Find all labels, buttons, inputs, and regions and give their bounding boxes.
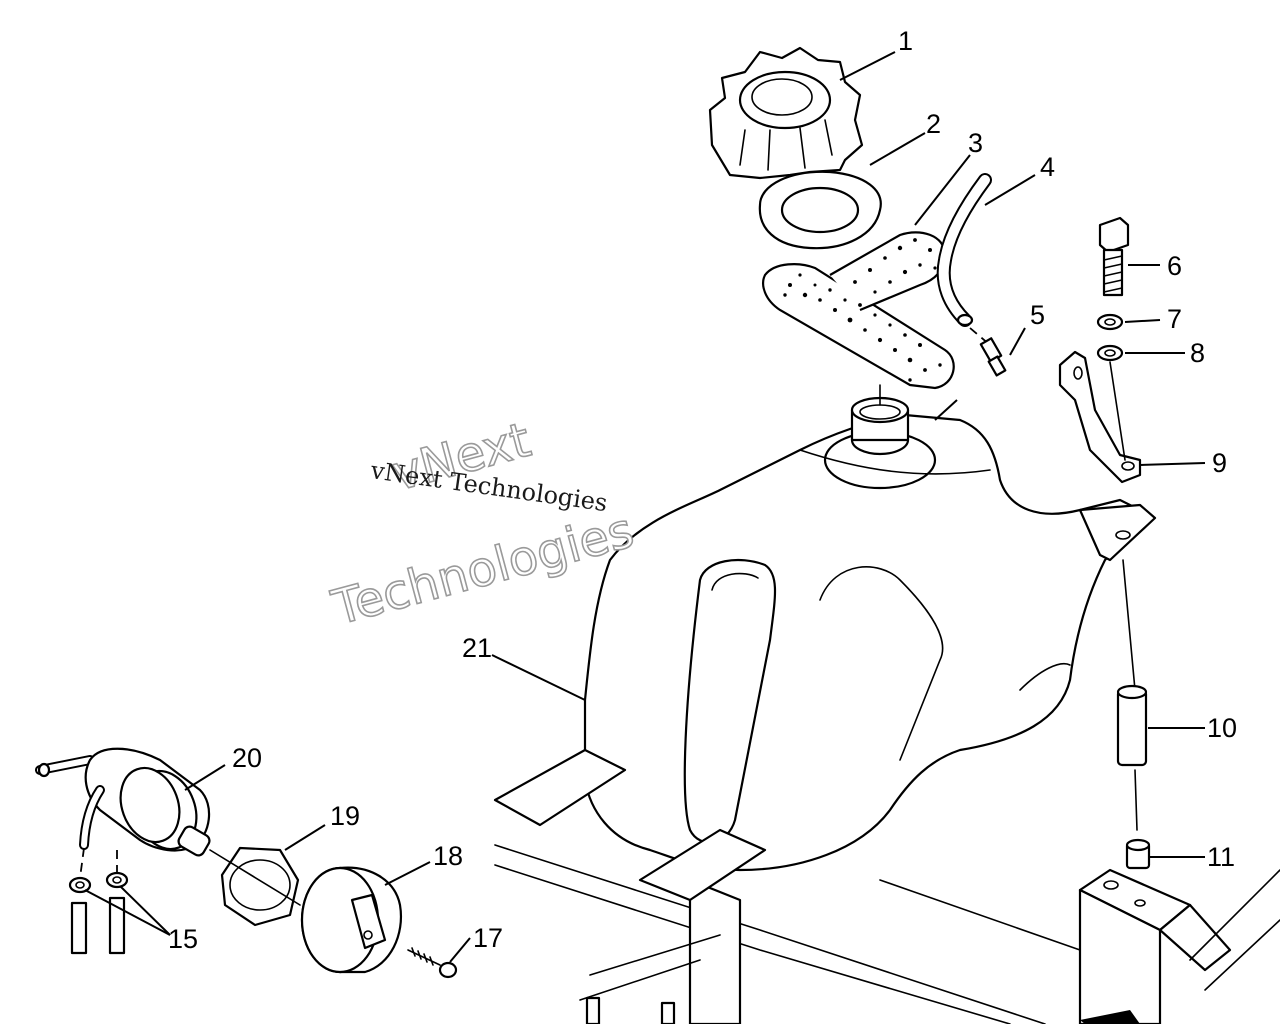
screw bbox=[407, 947, 458, 979]
callout-15: 15 bbox=[168, 924, 198, 954]
callout-10: 10 bbox=[1207, 713, 1237, 743]
callout-17: 17 bbox=[473, 923, 503, 953]
callout-labels: 1 2 3 4 5 6 7 8 9 10 11 15 17 18 19 20 2… bbox=[168, 26, 1237, 954]
callout-2: 2 bbox=[926, 109, 941, 139]
hose-clamp bbox=[68, 847, 129, 955]
fuel-cap bbox=[708, 46, 864, 180]
leader-lines bbox=[84, 51, 1206, 963]
callout-5: 5 bbox=[1030, 300, 1045, 330]
callout-21: 21 bbox=[462, 633, 492, 663]
fuel-filter bbox=[35, 747, 211, 857]
vent-hose bbox=[936, 173, 992, 346]
watermark: vNext Technologies vNext Technologies bbox=[325, 411, 640, 637]
callout-20: 20 bbox=[232, 743, 262, 773]
fuel-valve bbox=[300, 866, 403, 974]
retaining-nut bbox=[209, 846, 301, 927]
bolt bbox=[1098, 216, 1130, 297]
callout-9: 9 bbox=[1212, 448, 1227, 478]
cap-gasket bbox=[758, 170, 882, 250]
callout-6: 6 bbox=[1167, 251, 1182, 281]
foam-strip bbox=[762, 231, 955, 406]
callout-11: 11 bbox=[1207, 842, 1235, 872]
vent-fitting bbox=[979, 337, 1007, 377]
callout-8: 8 bbox=[1190, 338, 1205, 368]
watermark-outline-line2: Technologies bbox=[326, 502, 639, 636]
mounting-bracket bbox=[1058, 350, 1142, 484]
callout-19: 19 bbox=[330, 801, 360, 831]
fuel-tank bbox=[493, 396, 1157, 902]
spacer bbox=[1116, 559, 1148, 831]
flat-washer bbox=[1096, 344, 1124, 362]
callout-7: 7 bbox=[1167, 304, 1182, 334]
callout-1: 1 bbox=[898, 26, 913, 56]
frame-rails bbox=[494, 799, 1280, 1024]
grommet bbox=[1125, 838, 1151, 870]
callout-18: 18 bbox=[433, 841, 463, 871]
lock-washer bbox=[1096, 313, 1124, 331]
callout-4: 4 bbox=[1040, 152, 1055, 182]
callout-3: 3 bbox=[968, 128, 983, 158]
